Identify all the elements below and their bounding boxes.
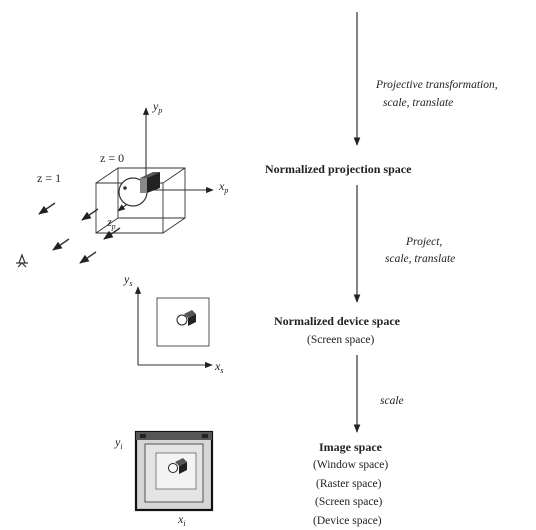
ndc-alternate-name: (Screen space)	[307, 334, 375, 346]
arrow-2-label-line1: Project,	[405, 236, 442, 248]
arrow-1-label-line1: Projective transformation,	[375, 79, 498, 91]
block-side	[147, 172, 160, 193]
image-alt-window: (Window space)	[313, 459, 388, 471]
image-space-illustration: yi xi	[114, 430, 214, 528]
label-z-p: zp	[106, 215, 116, 231]
label-x-s: xs	[214, 359, 223, 375]
image-alt-device: (Device space)	[313, 515, 382, 527]
arrow-3-label: scale	[380, 395, 404, 407]
title-normalized-device-space: Normalized device space	[274, 314, 401, 328]
title-normalized-projection-space: Normalized projection space	[265, 162, 412, 176]
projection-illustration: yp xp zp z = 0 z = 1	[16, 99, 228, 268]
label-y-p: yp	[152, 99, 162, 115]
image-alt-raster: (Raster space)	[316, 478, 382, 490]
ray-5	[79, 251, 97, 264]
label-x-p: xp	[218, 179, 228, 195]
ray-3	[103, 227, 121, 240]
arrow-1-label-line2: scale, translate	[383, 97, 453, 109]
ray-2	[81, 208, 99, 221]
screen-space-illustration: ys xs	[123, 272, 223, 375]
arrow-2-label-line2: scale, translate	[385, 253, 455, 265]
pipeline-column: Projective transformation, scale, transl…	[265, 12, 498, 527]
label-y-i: yi	[114, 435, 123, 451]
ray-1	[38, 202, 56, 215]
window-titlebar	[136, 432, 212, 440]
block-front	[140, 178, 147, 193]
label-y-s: ys	[123, 272, 132, 288]
label-x-i: xi	[177, 512, 186, 528]
title-image-space: Image space	[319, 440, 383, 454]
image-alt-screen: (Screen space)	[315, 496, 383, 508]
label-z-equals-1: z = 1	[37, 171, 61, 185]
ray-4	[52, 238, 70, 251]
block-top	[140, 172, 160, 178]
label-z-equals-0: z = 0	[100, 151, 124, 165]
eye-icon	[16, 253, 28, 268]
